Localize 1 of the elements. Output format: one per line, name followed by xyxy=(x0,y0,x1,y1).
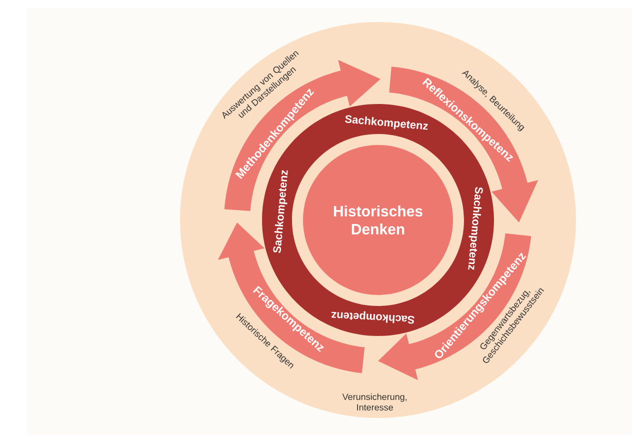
annotation-text: Verunsicherung, Interesse xyxy=(342,393,407,411)
